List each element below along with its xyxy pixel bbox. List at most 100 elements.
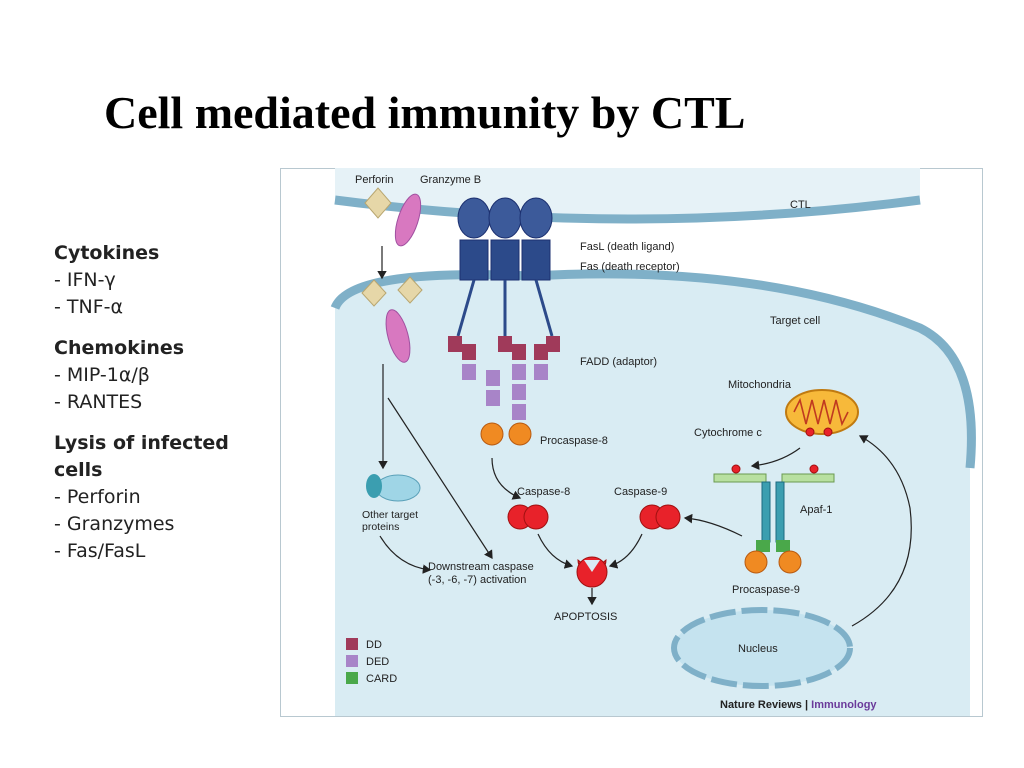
apaf1-domain — [781, 473, 835, 483]
legend-dd: DD — [366, 639, 382, 651]
left-panel: Cytokines - IFN-γ - TNF-α Chemokines - M… — [54, 240, 229, 579]
target-protein-icon — [375, 474, 421, 502]
arrow — [387, 397, 493, 560]
label-fasl: FasL (death ligand) — [580, 241, 674, 253]
list-item: - Granzymes — [54, 513, 175, 535]
ctl-pathway-figure: Other target proteins FADD (adaptor) Pro… — [280, 168, 983, 717]
caspase8-icon — [523, 504, 549, 530]
label-perforin: Perforin — [355, 174, 394, 186]
credit-section: Immunology — [811, 699, 877, 711]
label-downstream: Downstream caspase — [428, 561, 534, 573]
list-item: - RANTES — [54, 391, 143, 413]
cytochrome-c-icon — [805, 427, 815, 437]
perforin-shape — [364, 187, 392, 219]
ded-domain-icon — [512, 404, 526, 420]
legend-card: CARD — [366, 673, 397, 685]
label-procaspase9: Procaspase-9 — [732, 584, 800, 596]
list-item: - Fas/FasL — [54, 540, 146, 562]
apaf1-stalk — [775, 481, 785, 543]
label-fadd: FADD (adaptor) — [580, 356, 657, 368]
legend-swatch-card — [346, 672, 358, 684]
mitochondria-icon — [785, 389, 859, 435]
mitochondria-cristae — [793, 397, 849, 427]
fasl-icon — [457, 197, 491, 239]
arrow — [851, 435, 912, 627]
caspase9-icon — [655, 504, 681, 530]
section-title: Cytokines — [54, 242, 160, 264]
ded-domain-icon — [462, 364, 476, 380]
cytochrome-c-icon — [731, 464, 741, 474]
arrow — [683, 513, 743, 537]
label-apoptosis: APOPTOSIS — [554, 611, 617, 623]
fas-receptor-icon — [521, 239, 551, 281]
fas-receptor-icon — [490, 239, 520, 281]
label-target-cell: Target cell — [770, 315, 820, 327]
list-item: - Perforin — [54, 486, 141, 508]
label-fas: Fas (death receptor) — [580, 261, 680, 273]
dd-domain-icon — [534, 344, 548, 360]
arrow — [379, 535, 432, 574]
perforin-pore-icon — [397, 276, 423, 304]
label-nucleus: Nucleus — [738, 643, 778, 655]
arrow — [537, 533, 574, 569]
apaf1-domain — [713, 473, 767, 483]
label-other-target: Other target — [362, 509, 418, 521]
procaspase9-icon — [778, 550, 802, 574]
ded-domain-icon — [512, 364, 526, 380]
ded-domain-icon — [534, 364, 548, 380]
slide-title: Cell mediated immunity by CTL — [104, 87, 746, 138]
nucleus-icon — [671, 607, 853, 689]
target-cell-membrane — [330, 269, 976, 469]
card-domain-icon — [756, 540, 770, 552]
label-caspase9: Caspase-9 — [614, 486, 667, 498]
label-ctl: CTL — [790, 199, 811, 211]
section-lysis: Lysis of infected cells - Perforin - Gra… — [54, 430, 229, 565]
fas-receptor-icon — [459, 239, 489, 281]
ded-domain-icon — [512, 384, 526, 400]
fasl-icon — [519, 197, 553, 239]
ded-domain-icon — [486, 390, 500, 406]
label-caspase8: Caspase-8 — [517, 486, 570, 498]
credit-journal: Nature Reviews — [720, 699, 802, 711]
granzyme-entering-icon — [385, 309, 411, 363]
label-cytochrome: Cytochrome c — [694, 427, 762, 439]
card-domain-icon — [776, 540, 790, 552]
label-proteins: proteins — [362, 521, 399, 533]
list-item: - IFN-γ — [54, 269, 116, 291]
list-item: - MIP-1α/β — [54, 364, 150, 386]
granzyme-shape — [394, 193, 422, 247]
legend-ded: DED — [366, 656, 389, 668]
cytochrome-c-icon — [823, 427, 833, 437]
label-mitochondria: Mitochondria — [728, 379, 792, 391]
dd-domain-icon — [498, 336, 512, 352]
apaf1-stalk — [761, 481, 771, 543]
dd-domain-icon — [546, 336, 560, 352]
fas-tail — [534, 279, 554, 337]
cytochrome-c-icon — [809, 464, 819, 474]
section-title: Lysis of infected — [54, 432, 229, 454]
procaspase9-icon — [744, 550, 768, 574]
section-title: Chemokines — [54, 337, 185, 359]
dd-domain-icon — [448, 336, 462, 352]
legend-swatch-ded — [346, 655, 358, 667]
fas-tail — [456, 279, 476, 337]
procaspase8-icon — [508, 422, 532, 446]
section-title-line2: cells — [54, 459, 103, 481]
legend-swatch-dd — [346, 638, 358, 650]
arrow — [750, 447, 801, 471]
dd-domain-icon — [462, 344, 476, 360]
credit-sep: | — [802, 699, 811, 711]
credit: Nature Reviews | Immunology — [720, 699, 877, 711]
arrow — [491, 457, 522, 500]
fasl-icon — [488, 197, 522, 239]
arrow — [608, 533, 643, 569]
granzyme-bound-icon — [366, 474, 382, 498]
executioner-notch — [584, 560, 600, 572]
pathway-diagram: Other target proteins FADD (adaptor) Pro… — [280, 168, 983, 717]
section-chemokines: Chemokines - MIP-1α/β - RANTES — [54, 335, 229, 416]
label-apaf1: Apaf-1 — [800, 504, 832, 516]
label-granzyme-b: Granzyme B — [420, 174, 481, 186]
label-procaspase8: Procaspase-8 — [540, 435, 608, 447]
list-item: - TNF-α — [54, 296, 124, 318]
procaspase8-icon — [480, 422, 504, 446]
